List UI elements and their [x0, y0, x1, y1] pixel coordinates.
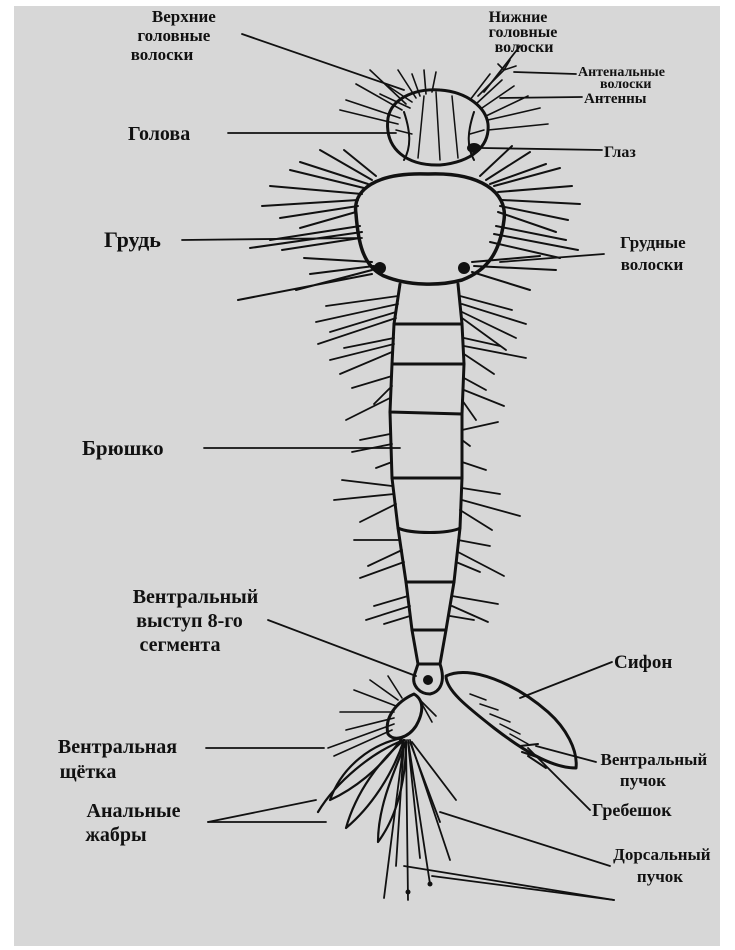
label-antennal-hairs: Антенальные волоски	[578, 65, 668, 92]
label-thorax: Грудь	[104, 227, 161, 252]
label-ventral-brush: Вентральная щётка	[58, 736, 182, 783]
label-anal-gills-line2: жабры	[85, 824, 147, 846]
label-siphon: Сифон	[614, 652, 672, 673]
label-antennae: Антенны	[584, 91, 647, 107]
label-abdomen: Брюшко	[82, 436, 164, 460]
label-dorsal-tuft: Дорсальный пучок	[613, 845, 715, 886]
label-antennal-hairs-line2: волоски	[600, 77, 651, 92]
label-ventral-tuft-line2: пучок	[620, 771, 666, 790]
label-thoracic-hairs-line1: Грудные	[620, 233, 686, 252]
label-ventral-process-line1: Вентральный	[133, 586, 259, 608]
label-anal-gills-line1: Анальные	[87, 800, 181, 822]
label-lower-head-hairs: Нижние головные волоски	[489, 9, 562, 56]
label-lower-head-hairs-line3: волоски	[495, 39, 554, 56]
label-comb: Гребешок	[592, 800, 672, 820]
labels: Верхние головные волоски Нижние головные…	[58, 7, 715, 886]
label-eye: Глаз	[604, 144, 636, 161]
label-thoracic-hairs: Грудные волоски	[620, 233, 690, 274]
label-ventral-tuft: Вентральный пучок	[601, 750, 712, 790]
label-ventral-process-line2: выступ 8-го	[136, 610, 243, 632]
label-anal-gills: Анальные жабры	[85, 800, 185, 846]
siphon	[446, 672, 576, 768]
label-ventral-brush-line1: Вентральная	[58, 736, 177, 758]
lower-head-hairs	[470, 60, 548, 130]
label-upper-head-hairs-line3: волоски	[131, 45, 194, 64]
abdomen-hairs-left	[316, 296, 410, 624]
label-thoracic-hairs-line2: волоски	[621, 255, 684, 274]
label-ventral-process: Вентральный выступ 8-го сегмента	[133, 586, 264, 656]
pointer-lines	[182, 34, 614, 900]
label-ventral-tuft-line1: Вентральный	[601, 750, 708, 769]
thoracic-hairs-right	[472, 146, 580, 290]
label-upper-head-hairs-line2: головные	[137, 26, 210, 45]
label-ventral-brush-line2: щётка	[60, 761, 117, 783]
label-upper-head-hairs-line1: Верхние	[152, 7, 216, 26]
anal-segment	[387, 694, 422, 738]
ventral-process	[414, 664, 443, 694]
larva-thorax	[356, 174, 505, 284]
label-dorsal-tuft-line1: Дорсальный	[613, 845, 711, 864]
larva-eye	[467, 143, 481, 153]
larva-figure	[238, 60, 580, 900]
label-dorsal-tuft-line2: пучок	[637, 867, 683, 886]
label-head: Голова	[128, 123, 190, 145]
label-upper-head-hairs: Верхние головные волоски	[131, 7, 220, 64]
label-ventral-process-line3: сегмента	[140, 634, 221, 656]
